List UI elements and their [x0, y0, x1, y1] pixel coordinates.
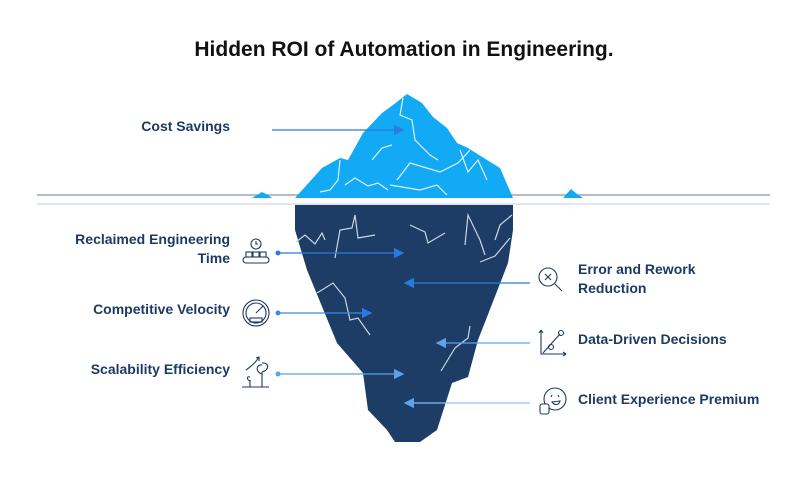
- tip-cracks: [319, 97, 488, 196]
- small-iceberg-right: [563, 189, 583, 198]
- line-chart-icon: [538, 329, 567, 357]
- label-reclaimed-engineering-time: Reclaimed Engineering Time: [75, 230, 230, 268]
- label-competitive-velocity: Competitive Velocity: [93, 301, 230, 317]
- small-iceberg-left: [252, 192, 272, 198]
- speedometer-icon: [242, 299, 270, 327]
- page-title: Hidden ROI of Automation in Engineering.: [194, 38, 614, 61]
- label-cost-savings: Cost Savings: [141, 118, 230, 134]
- connector-arrows: [272, 124, 530, 409]
- iceberg-body: [295, 205, 513, 442]
- iceberg-tip: [295, 94, 513, 198]
- smiley-thumbs-up-icon: [539, 387, 567, 415]
- body-cracks: [295, 212, 513, 372]
- label-client-experience-premium: Client Experience Premium: [578, 391, 760, 407]
- growth-plant-icon: [242, 356, 269, 388]
- label-line: Time: [197, 250, 230, 266]
- label-data-driven-decisions: Data-Driven Decisions: [578, 331, 727, 347]
- label-line: Reduction: [578, 280, 647, 296]
- label-line: Reclaimed Engineering: [75, 231, 230, 247]
- label-scalability-efficiency: Scalability Efficiency: [90, 361, 230, 377]
- label-error-rework-reduction: Error and Rework Reduction: [578, 260, 695, 298]
- magnifier-x-icon: [538, 267, 563, 292]
- label-line: Error and Rework: [578, 261, 696, 277]
- clock-conveyor-icon: [242, 238, 270, 264]
